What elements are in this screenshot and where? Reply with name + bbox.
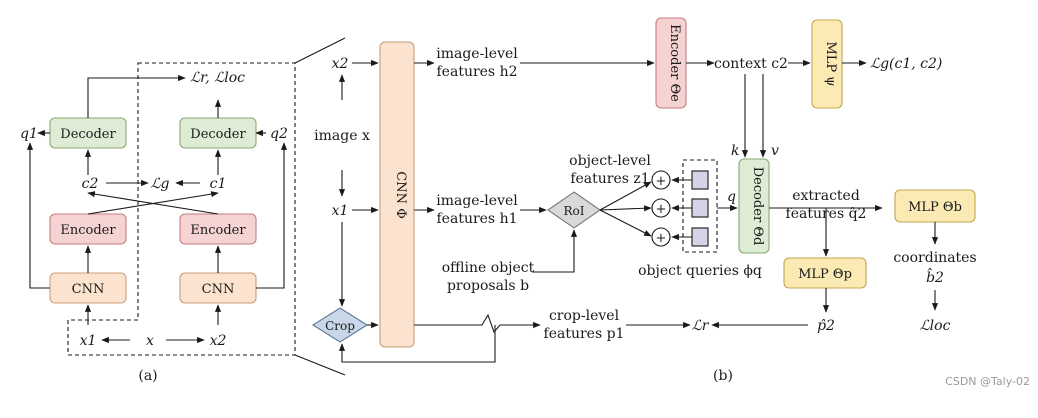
mlp-psi-label: MLP ψ bbox=[823, 41, 838, 86]
lr-label: ℒr bbox=[692, 318, 710, 334]
mlp-theta-p-label: MLP Θp bbox=[798, 267, 852, 282]
lg-label: ℒg bbox=[150, 176, 169, 192]
x2-label-b: x2 bbox=[332, 56, 349, 72]
plus-circle-1 bbox=[651, 170, 671, 190]
features-z1-label: features z1 bbox=[570, 171, 649, 187]
watermark: CSDN @Taly-02 bbox=[945, 375, 1030, 388]
decoder-theta-label: Decoder Θd bbox=[750, 167, 765, 246]
c1-label: c1 bbox=[210, 176, 227, 192]
decoder-right-label: Decoder bbox=[190, 127, 246, 142]
plus-3: + bbox=[656, 231, 667, 246]
panel-b-labels: x2 image x x1 Crop CNN Φ image-level fea… bbox=[314, 24, 977, 384]
cnn-phi-label: CNN Φ bbox=[393, 171, 408, 219]
crop-label: Crop bbox=[325, 319, 355, 333]
image-level-top-label: image-level bbox=[436, 46, 518, 62]
p2-hat-label: p̂2 bbox=[817, 318, 835, 334]
object-queries-group bbox=[682, 159, 718, 253]
mlp-theta-p-box bbox=[783, 257, 867, 289]
encoder-right-label: Encoder bbox=[190, 223, 246, 238]
roi-label: RoI bbox=[564, 204, 585, 218]
panel-a-labels: ℒr, ℒloc q1 q2 Decoder Decoder c2 ℒg c1 … bbox=[20, 70, 288, 384]
coordinates-label: coordinates bbox=[893, 250, 976, 266]
cnn-right-label: CNN bbox=[202, 282, 235, 297]
object-queries-label: object queries ϕq bbox=[638, 263, 762, 279]
q2-label: q2 bbox=[270, 126, 288, 142]
panel-a bbox=[26, 37, 346, 376]
loss-rec-label: ℒr, ℒloc bbox=[190, 70, 245, 86]
plus-1: + bbox=[656, 174, 667, 189]
mlp-theta-b-label: MLP Θb bbox=[908, 200, 962, 215]
query-box-2 bbox=[691, 198, 709, 218]
b2-hat-label: b̂2 bbox=[926, 267, 944, 286]
caption-b: (b) bbox=[713, 368, 733, 384]
context-label: context c2 bbox=[714, 56, 788, 72]
panel-a-dashed-region bbox=[67, 62, 296, 356]
extracted-label: extracted bbox=[792, 188, 860, 204]
object-level-label: object-level bbox=[569, 153, 651, 169]
zoom-line-bottom bbox=[294, 354, 346, 376]
v-label: v bbox=[771, 143, 779, 159]
query-box-3 bbox=[691, 227, 709, 247]
features-h1-label: features h1 bbox=[437, 211, 518, 227]
crop-diamond bbox=[311, 307, 369, 343]
lloc-label: ℒloc bbox=[920, 318, 951, 334]
k-label: k bbox=[731, 143, 739, 159]
c2-label: c2 bbox=[82, 176, 99, 192]
plus-circle-2 bbox=[651, 198, 671, 218]
q1-label: q1 bbox=[20, 126, 38, 142]
lg-c1c2-label: ℒg(c1, c2) bbox=[870, 56, 942, 72]
decoder-theta-box bbox=[738, 158, 770, 254]
x2-label-a: x2 bbox=[210, 333, 227, 349]
crop-level-label: crop-level bbox=[549, 308, 620, 324]
features-p1-label: features p1 bbox=[544, 326, 625, 342]
x-label-a: x bbox=[146, 333, 154, 349]
plus-circle-3 bbox=[651, 227, 671, 247]
decoder-left-label: Decoder bbox=[60, 127, 116, 142]
cnn-left-label: CNN bbox=[72, 282, 105, 297]
proposals-b-label: proposals b bbox=[447, 278, 529, 294]
mlp-psi-box bbox=[811, 19, 843, 109]
features-h2-label: features h2 bbox=[437, 64, 518, 80]
query-box-1 bbox=[691, 170, 709, 190]
q-label: q bbox=[727, 189, 736, 205]
caption-a: (a) bbox=[138, 368, 157, 384]
roi-diamond bbox=[547, 191, 601, 229]
zoom-line-top bbox=[294, 37, 346, 64]
image-x-label: image x bbox=[314, 128, 370, 144]
x1-label-b: x1 bbox=[332, 203, 349, 219]
features-q2-label: features q̂2 bbox=[786, 206, 867, 222]
panel-b bbox=[311, 17, 976, 363]
plus-2: + bbox=[656, 202, 667, 217]
encoder-theta-label: Encoder Θe bbox=[667, 24, 682, 102]
encoder-left-label: Encoder bbox=[60, 223, 116, 238]
offline-object-label: offline object bbox=[442, 260, 535, 276]
x1-label-a: x1 bbox=[80, 333, 97, 349]
cnn-phi-box bbox=[379, 41, 415, 348]
image-level-mid-label: image-level bbox=[436, 193, 518, 209]
